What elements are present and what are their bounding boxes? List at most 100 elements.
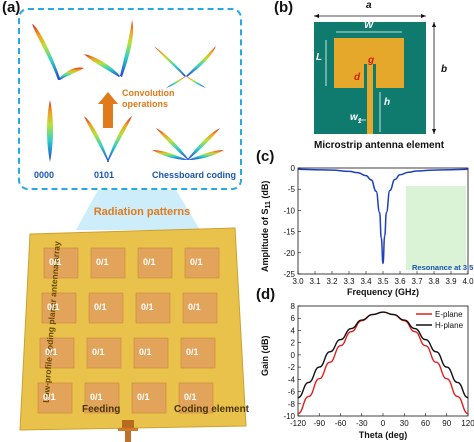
coding-cell-label: 0/1 bbox=[139, 347, 152, 357]
legend-h-plane: H-plane bbox=[435, 321, 464, 330]
pattern-top-middle bbox=[84, 20, 134, 77]
coding-cell bbox=[184, 247, 220, 279]
coding-cell-label: 0/1 bbox=[96, 257, 109, 267]
x-tick-label: -60 bbox=[335, 419, 347, 428]
x-tick-label: 30 bbox=[400, 419, 409, 428]
y-tick-label: -2 bbox=[288, 363, 296, 372]
inset-photo bbox=[406, 186, 466, 270]
x-tick-label: 3.0 bbox=[292, 277, 304, 286]
coding-cell bbox=[180, 337, 216, 369]
s11-ylabel: Amplitude of S11 (dB) bbox=[260, 181, 272, 272]
y-tick-label: 8 bbox=[291, 302, 296, 311]
coding-cell-label: 0/1 bbox=[186, 347, 199, 357]
coding-cell-label: 0/1 bbox=[47, 302, 60, 312]
pattern-bottom-0101 bbox=[84, 116, 132, 162]
beam-label-0101: 0101 bbox=[94, 170, 115, 180]
radiation-fan bbox=[76, 190, 200, 230]
dim-g: g bbox=[368, 55, 375, 66]
x-tick-label: 3.6 bbox=[394, 277, 406, 286]
coding-cell bbox=[41, 292, 77, 324]
coding-cells bbox=[37, 247, 220, 414]
coding-cell bbox=[137, 247, 173, 279]
coding-cell bbox=[86, 337, 122, 369]
pattern-top-right bbox=[154, 46, 216, 88]
convolution-arrow bbox=[98, 92, 118, 128]
coding-cell-label: 0/1 bbox=[141, 302, 154, 312]
coding-cell bbox=[84, 382, 120, 414]
h-plane-curve bbox=[297, 311, 469, 399]
panel-d-label: (d) bbox=[256, 286, 276, 303]
coding-cell-label: 0/1 bbox=[188, 302, 201, 312]
s11-xlabel: Frequency (GHz) bbox=[347, 287, 419, 297]
x-tick-label: 90 bbox=[442, 419, 451, 428]
y-tick-label: 0 bbox=[291, 351, 296, 360]
microstrip-element-drawing bbox=[314, 14, 436, 134]
convolution-label: Convolution operations bbox=[122, 88, 175, 109]
coding-cell bbox=[135, 292, 171, 324]
radiation-pattern-box: Convolution operations 0000 0101 Chessbo… bbox=[18, 8, 242, 190]
feeding-connector bbox=[118, 420, 138, 442]
panel-b-label: (b) bbox=[274, 0, 294, 16]
coding-cell bbox=[131, 382, 167, 414]
y-tick-label: -10 bbox=[283, 412, 295, 421]
x-tick-label: 3.9 bbox=[445, 277, 457, 286]
x-tick-label: 3.3 bbox=[343, 277, 355, 286]
s11-curve bbox=[297, 168, 469, 265]
y-tick-label: -20 bbox=[283, 249, 295, 258]
coding-cell bbox=[39, 337, 75, 369]
gain-legend: E-plane H-plane bbox=[416, 310, 464, 330]
coding-cell bbox=[88, 292, 124, 324]
y-tick-label: -5 bbox=[288, 185, 296, 194]
x-tick-label: -90 bbox=[313, 419, 325, 428]
feed-line bbox=[367, 64, 373, 134]
coding-cell-label: 0/1 bbox=[184, 392, 197, 402]
dim-a: a bbox=[366, 0, 372, 11]
coding-cell-label: 0/1 bbox=[137, 392, 150, 402]
gain-ylabel: Gain (dB) bbox=[260, 336, 270, 377]
pattern-bottom-0000 bbox=[47, 100, 53, 162]
x-tick-label: 3.7 bbox=[411, 277, 423, 286]
x-tick-label: 3.8 bbox=[428, 277, 440, 286]
coding-cell bbox=[182, 292, 218, 324]
dim-W: W bbox=[364, 20, 374, 31]
coding-cell-label: 0/1 bbox=[190, 257, 203, 267]
array-board bbox=[19, 227, 247, 431]
coding-cell-label: 0/1 bbox=[94, 302, 107, 312]
array-illustration bbox=[19, 190, 247, 442]
x-tick-label: 60 bbox=[421, 419, 430, 428]
coding-cell-label: 0/1 bbox=[143, 257, 156, 267]
x-tick-label: 120 bbox=[461, 419, 474, 428]
y-tick-label: -4 bbox=[288, 375, 296, 384]
coding-cell-label: 0/1 bbox=[45, 347, 58, 357]
pattern-bottom-chessboard bbox=[152, 128, 224, 160]
coding-cell-label: 0/1 bbox=[92, 347, 105, 357]
coding-cell-label: 0/1 bbox=[90, 392, 103, 402]
y-tick-label: -10 bbox=[283, 206, 295, 215]
feeding-label: Feeding bbox=[82, 404, 121, 415]
x-tick-label: 3.1 bbox=[309, 277, 321, 286]
microstrip-caption: Microstrip antenna element bbox=[314, 140, 445, 151]
x-tick-label: 0 bbox=[381, 419, 386, 428]
dim-b: b bbox=[441, 64, 448, 75]
y-tick-label: -8 bbox=[288, 400, 296, 409]
x-tick-label: 3.2 bbox=[326, 277, 338, 286]
radiation-patterns-label: Radiation patterns bbox=[93, 206, 191, 218]
y-tick-label: 0 bbox=[291, 164, 296, 173]
x-tick-label: 4.0 bbox=[462, 277, 474, 286]
y-tick-label: 6 bbox=[291, 314, 296, 323]
x-tick-label: 3.4 bbox=[360, 277, 372, 286]
panel-c-label: (c) bbox=[256, 148, 275, 165]
gain-xlabel: Theta (deg) bbox=[359, 430, 408, 440]
y-tick-label: -6 bbox=[288, 388, 296, 397]
dim-w1: w1 bbox=[350, 112, 362, 125]
beam-label-0000: 0000 bbox=[34, 170, 55, 180]
y-tick-label: -25 bbox=[283, 270, 295, 279]
coding-cell bbox=[43, 247, 79, 279]
coding-cell-label: 0/1 bbox=[49, 257, 62, 267]
dim-d: d bbox=[354, 72, 361, 83]
coding-cell bbox=[90, 247, 126, 279]
resonance-annotation: Resonance at 3.5 GHz bbox=[412, 263, 474, 272]
legend-e-plane: E-plane bbox=[435, 310, 463, 319]
